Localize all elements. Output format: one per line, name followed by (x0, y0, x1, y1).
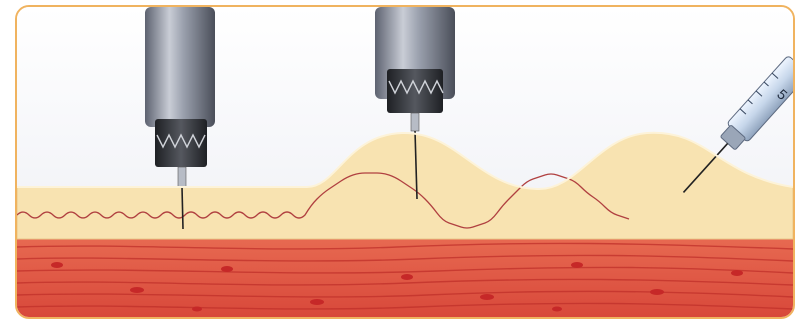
illustration-frame: 5 (15, 5, 795, 319)
injection-diagram: 5 (17, 7, 793, 317)
